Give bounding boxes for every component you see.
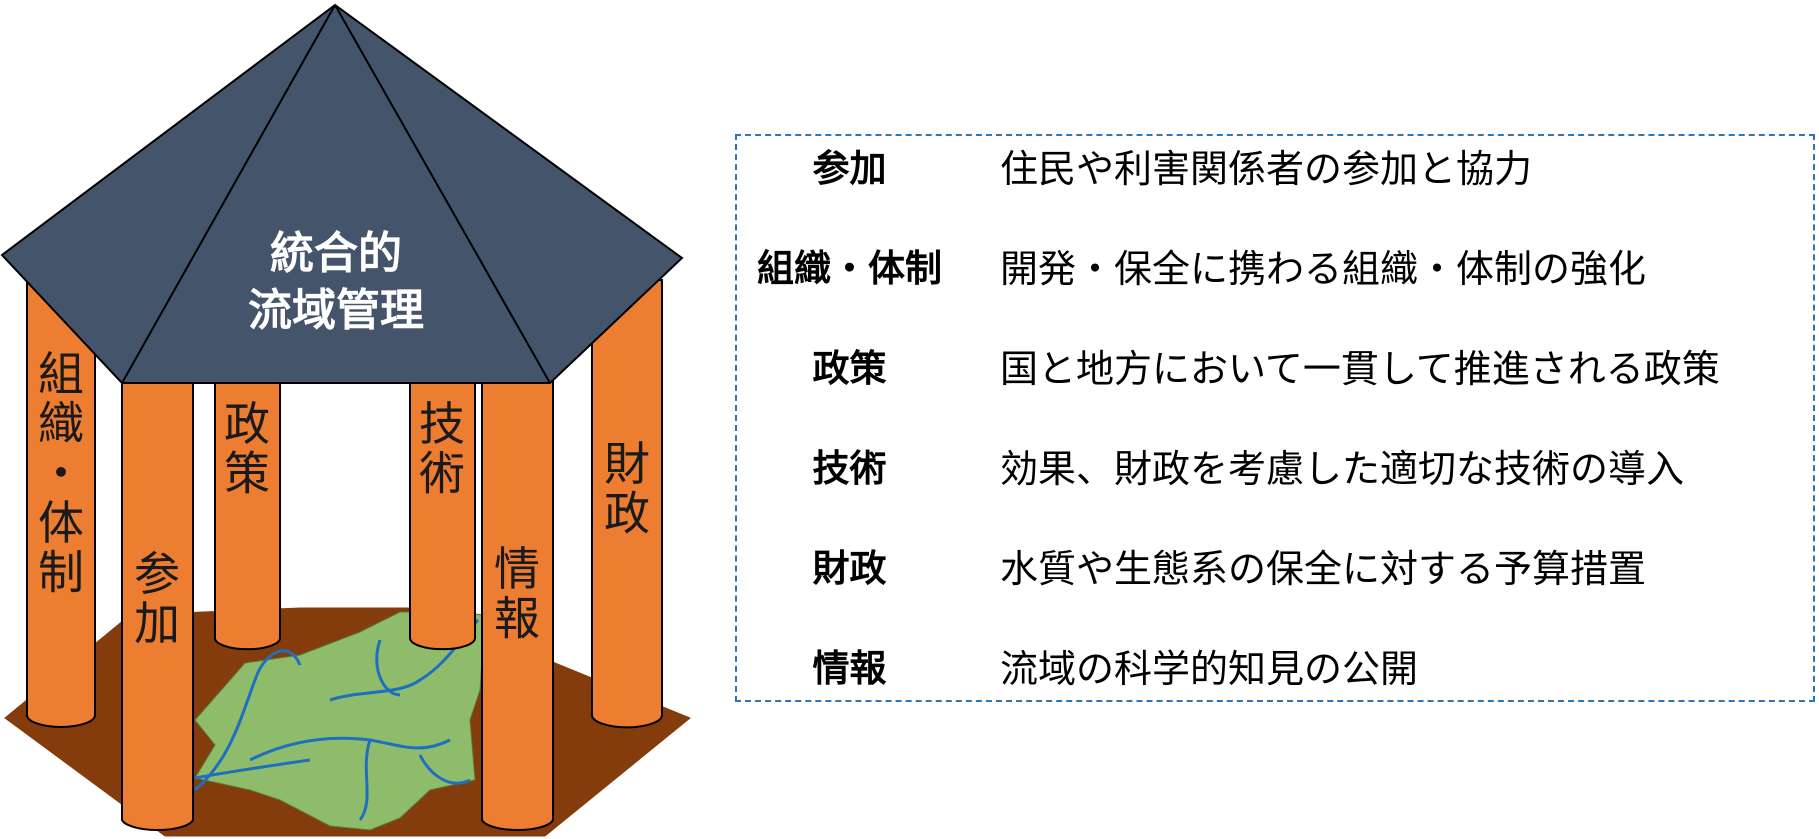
legend-description: 効果、財政を考慮した適切な技術の導入 xyxy=(1000,447,1685,491)
pillar-sanka: 参加 xyxy=(121,379,194,831)
river-lines xyxy=(194,618,480,821)
pillar-label-soshiki: 組織・体制 xyxy=(38,347,84,600)
legend-term: 組織・体制 xyxy=(757,247,942,290)
pillar-label-seisaku: 政策 xyxy=(224,397,270,501)
legend-row: 組織・体制 開発・保全に携わる組織・体制の強化 xyxy=(737,239,1813,299)
roof-title-line2: 流域管理 xyxy=(248,285,424,336)
legend-row: 情報 流域の科学的知見の公開 xyxy=(737,639,1813,699)
legend-term: 財政 xyxy=(812,547,887,590)
legend-box: 参加 住民や利害関係者の参加と協力組織・体制 開発・保全に携わる組織・体制の強化政策… xyxy=(735,134,1815,702)
legend-term: 情報 xyxy=(812,647,887,690)
legend-description: 国と地方において一貫して推進される政策 xyxy=(1000,347,1720,391)
roof-title-line1: 統合的 xyxy=(270,228,402,279)
legend-term: 技術 xyxy=(812,447,887,490)
river-basin-map xyxy=(194,611,486,831)
legend-description: 住民や利害関係者の参加と協力 xyxy=(1000,147,1533,191)
legend-description: 流域の科学的知見の公開 xyxy=(1000,647,1419,691)
watershed-management-diagram: 組織・体制 政策 技術 財政 参加 情報 統合的 流域管理 xyxy=(0,3,691,837)
pillar-label-zaisei: 財政 xyxy=(604,437,650,541)
legend-row: 政策 国と地方において一貫して推進される政策 xyxy=(737,339,1813,399)
legend-term: 参加 xyxy=(812,147,887,190)
legend-row: 参加 住民や利害関係者の参加と協力 xyxy=(737,139,1813,199)
legend-row: 財政 水質や生態系の保全に対する予算措置 xyxy=(737,539,1813,599)
legend-description: 開発・保全に携わる組織・体制の強化 xyxy=(1000,247,1647,291)
pillar-jouhou: 情報 xyxy=(481,379,554,831)
pillar-gijutsu: 技術 xyxy=(409,379,476,651)
pillar-label-jouhou: 情報 xyxy=(494,542,540,646)
pillar-label-gijutsu: 技術 xyxy=(419,397,465,501)
legend-row: 技術 効果、財政を考慮した適切な技術の導入 xyxy=(737,439,1813,499)
legend-description: 水質や生態系の保全に対する予算措置 xyxy=(1000,547,1647,591)
pillar-seisaku: 政策 xyxy=(214,379,281,651)
pillar-label-sanka: 参加 xyxy=(134,547,180,651)
legend-term: 政策 xyxy=(812,347,887,390)
pillar-zaisei: 財政 xyxy=(591,279,663,729)
pillar-soshiki: 組織・体制 xyxy=(26,279,96,728)
roof: 統合的 流域管理 xyxy=(0,3,684,384)
